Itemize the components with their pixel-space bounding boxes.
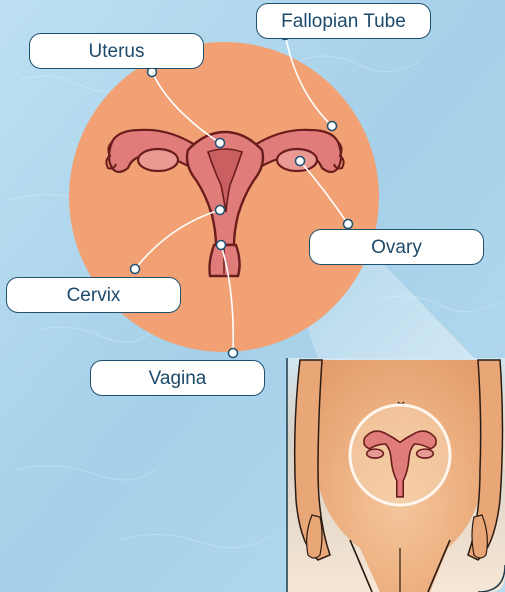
label-fallopian-tube: Fallopian Tube — [256, 3, 431, 39]
body-inset — [287, 358, 505, 592]
label-uterus: Uterus — [29, 33, 204, 69]
label-ovary: Ovary — [309, 229, 484, 265]
label-vagina: Vagina — [90, 360, 265, 396]
label-cervix: Cervix — [6, 277, 181, 313]
